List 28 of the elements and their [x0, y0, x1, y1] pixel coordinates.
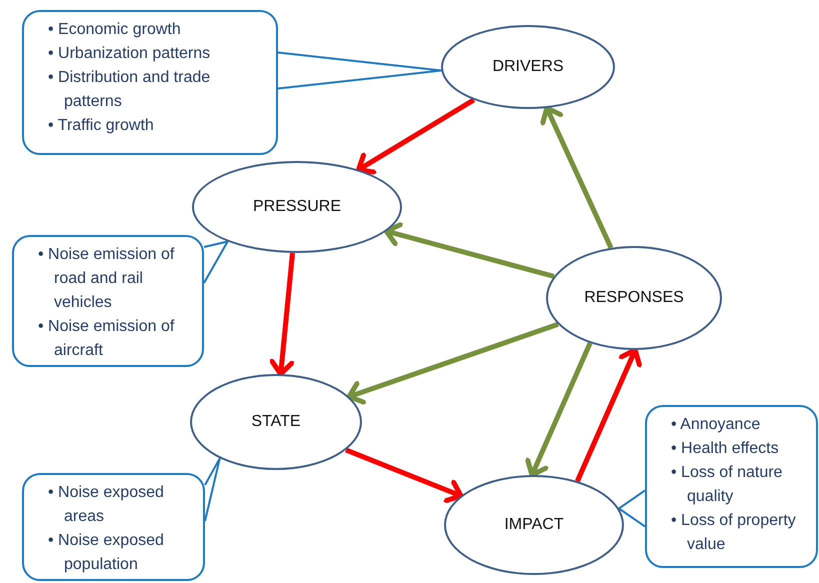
arrow	[384, 222, 555, 279]
bullet-item: • Urbanization patterns	[48, 44, 212, 64]
callout-box	[22, 473, 205, 581]
bullet-item: • Distribution and trade patterns	[48, 68, 212, 112]
bullet-item: • Noise emission of road and rail vehicles	[38, 245, 176, 313]
bullet-item: • Health effects	[671, 439, 780, 459]
arrow	[345, 448, 464, 504]
callout-box	[12, 235, 204, 367]
callout-box	[22, 10, 278, 155]
bullet-item: • Loss of property value	[671, 511, 797, 555]
arrow	[525, 342, 592, 478]
node-label: RESPONSES	[584, 289, 684, 307]
bullet-item: • Economic growth	[48, 20, 182, 40]
bullet-item: • Noise emission of aircraft	[38, 317, 176, 361]
arrow	[269, 252, 295, 377]
node-label: PRESSURE	[252, 198, 342, 216]
bullet-item: • Noise exposed population	[48, 531, 165, 575]
node-label: STATE	[251, 413, 301, 431]
node-label: DRIVERS	[492, 58, 564, 76]
bullet-item: • Loss of nature quality	[671, 463, 784, 507]
bullet-item: • Annoyance	[671, 415, 762, 435]
bullet-item: • Traffic growth	[48, 116, 155, 136]
node-label: IMPACT	[504, 516, 564, 534]
callout-box	[645, 405, 818, 568]
arrow	[575, 348, 642, 482]
arrow	[346, 322, 559, 405]
bullet-item: • Noise exposed areas	[48, 483, 165, 527]
arrow	[356, 98, 476, 175]
